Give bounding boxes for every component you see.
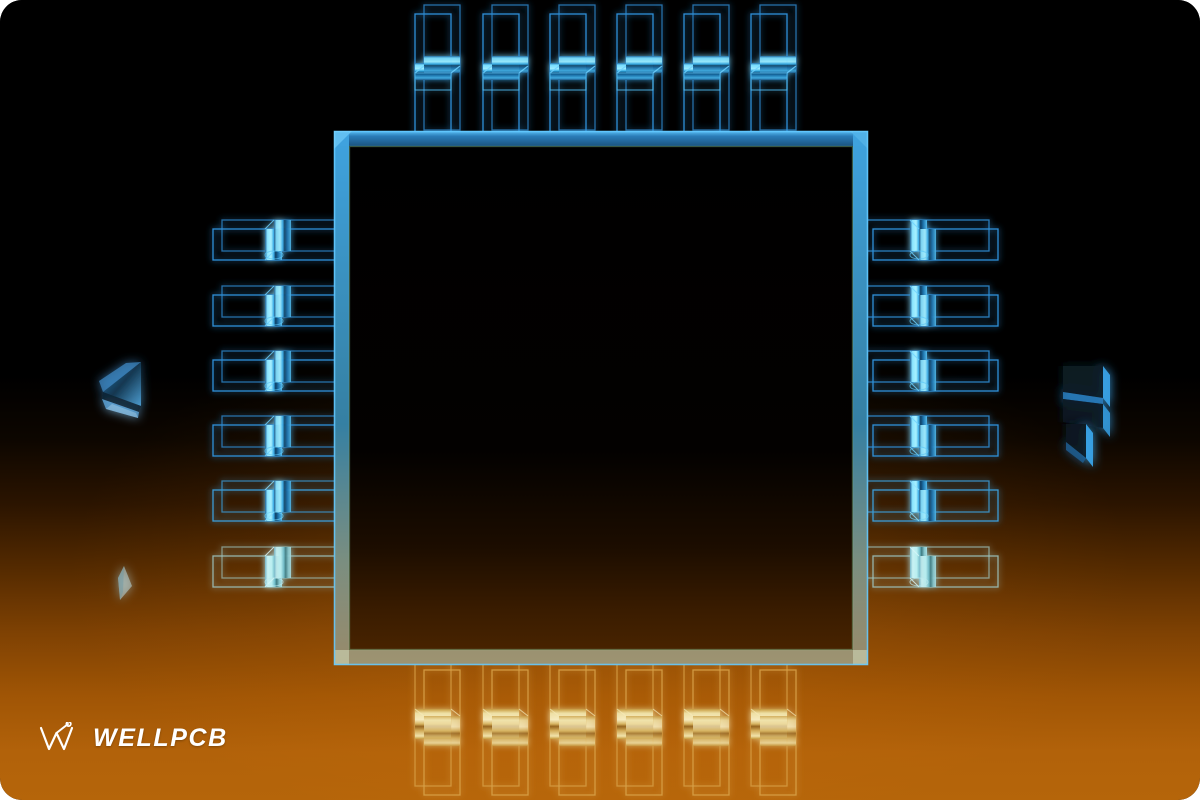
decoration-left-crystal-shard-large [99,362,141,418]
pin-top-3 [549,4,596,140]
pin-left-3 [212,350,348,392]
brand-logo[interactable]: WELLPCB [38,722,228,754]
brand-wordmark: WELLPCB [93,723,228,752]
pin-left-5 [212,480,348,522]
pin-bottom-1 [414,660,461,796]
pin-right-4 [863,415,999,457]
decoration-right-crystal-shard-lower [1066,424,1093,467]
decoration-right-crystal-shard-upper [1063,366,1110,437]
pin-right-5 [863,480,999,522]
wellpcb-w-mark-icon [39,722,74,751]
chip-pins-top [414,4,797,140]
pin-bottom-6 [750,660,797,796]
pin-left-2 [212,285,348,327]
decoration-left-crystal-shard-small [118,566,132,600]
pin-top-1 [414,4,461,140]
pin-right-3 [863,350,999,392]
chip-border-right [853,131,868,665]
pin-bottom-3 [549,660,596,796]
pin-left-1 [212,219,348,261]
pin-right-2 [863,285,999,327]
pin-left-6 [212,546,348,588]
pin-bottom-5 [683,660,730,796]
chip-pins-bottom [414,660,797,796]
pin-bottom-2 [482,660,529,796]
pin-top-5 [683,4,730,140]
pin-top-2 [482,4,529,140]
pin-left-4 [212,415,348,457]
chip-border-left [334,131,349,665]
pin-right-1 [863,219,999,261]
chip-border-top [334,131,868,146]
chip-pins-right [863,219,999,588]
chip-body [333,130,869,666]
pin-top-4 [616,4,663,140]
pin-top-6 [750,4,797,140]
chip-border-bottom [334,650,868,665]
pin-bottom-4 [616,660,663,796]
pin-right-6 [863,546,999,588]
chip-pins-left [212,219,348,588]
